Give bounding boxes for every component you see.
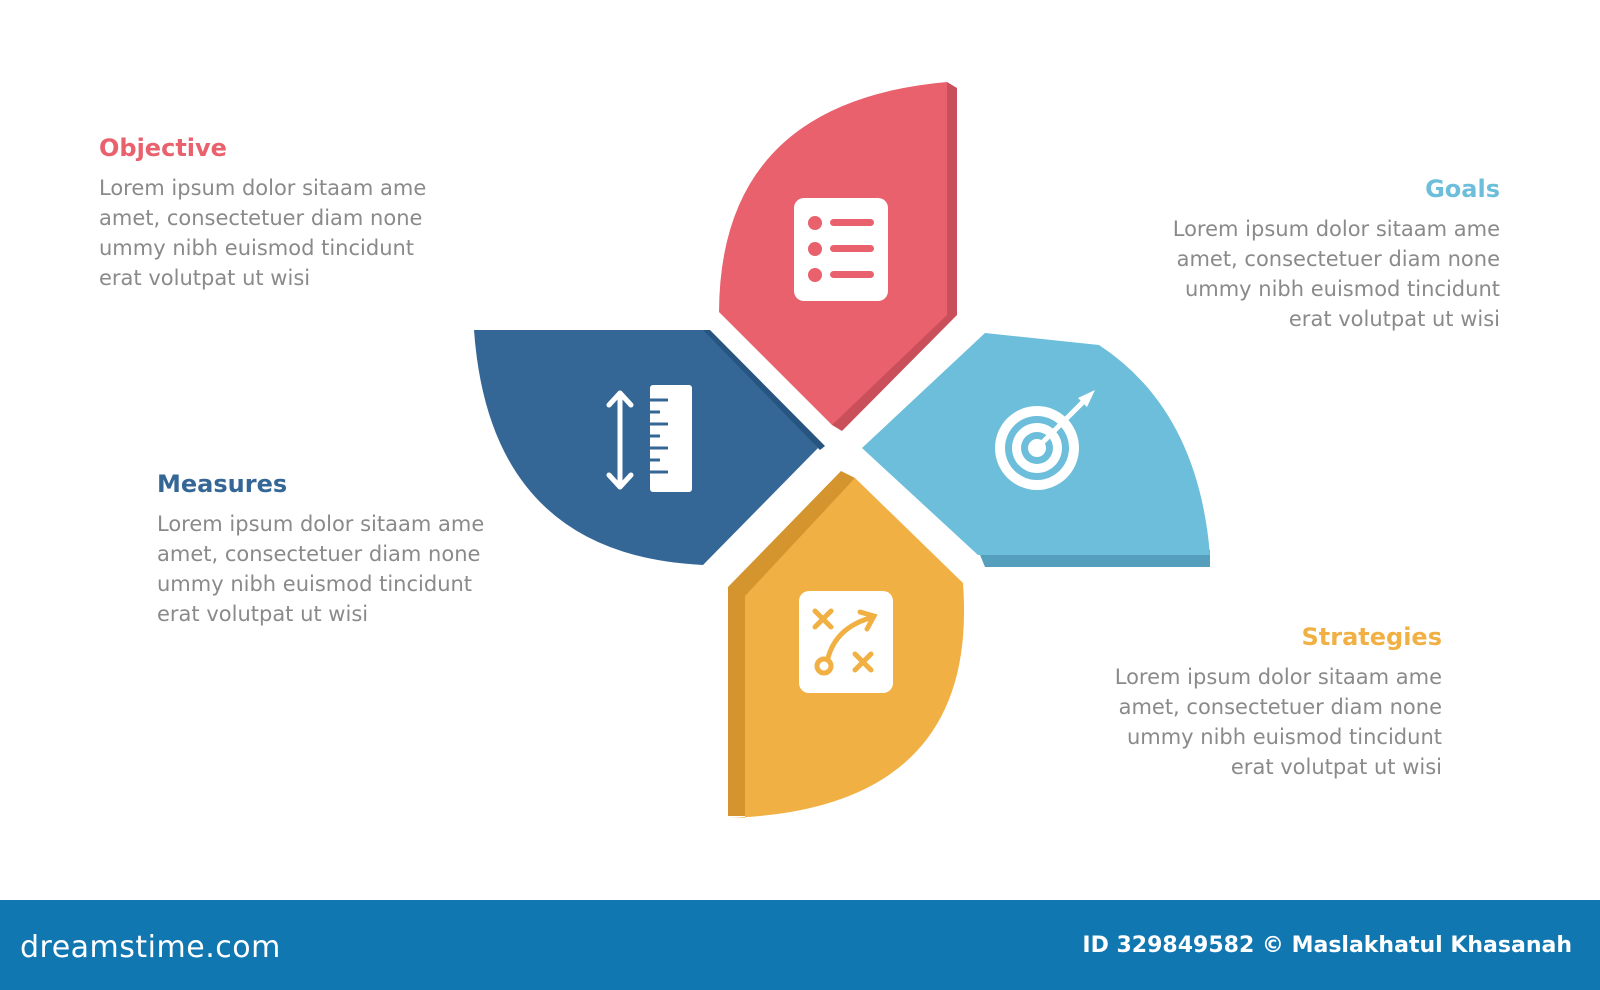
petal-goals bbox=[862, 333, 1210, 567]
petal-objective bbox=[719, 82, 957, 431]
petal-measures-shade bbox=[474, 330, 825, 450]
ruler-icon bbox=[606, 385, 692, 492]
footer-bar: dreamstime.com ID 329849582 © Maslakhatu… bbox=[0, 900, 1600, 990]
target-icon bbox=[995, 390, 1095, 490]
strategy-icon bbox=[799, 591, 893, 693]
measures-text-block: Measures Lorem ipsum dolor sitaam ame am… bbox=[157, 469, 497, 629]
petal-strategies bbox=[728, 471, 965, 818]
goals-title: Goals bbox=[1425, 175, 1500, 203]
footer-logo: dreamstime.com bbox=[20, 930, 281, 965]
four-petal-diagram bbox=[474, 82, 1210, 818]
list-icon bbox=[794, 198, 888, 301]
goals-text-block: Goals Lorem ipsum dolor sitaam ame amet,… bbox=[1160, 174, 1500, 334]
petal-strategies-shade bbox=[728, 471, 855, 816]
strategies-title: Strategies bbox=[1301, 623, 1442, 651]
petal-measures bbox=[474, 330, 825, 565]
footer-credit: ID 329849582 © Maslakhatul Khasanah bbox=[1082, 933, 1572, 958]
petal-measures-face bbox=[474, 330, 818, 565]
strategies-text-block: Strategies Lorem ipsum dolor sitaam ame … bbox=[1102, 622, 1442, 782]
measures-title: Measures bbox=[157, 470, 288, 498]
objective-body: Lorem ipsum dolor sitaam ame amet, conse… bbox=[99, 176, 427, 290]
objective-title: Objective bbox=[99, 134, 227, 162]
strategies-body: Lorem ipsum dolor sitaam ame amet, conse… bbox=[1114, 665, 1442, 779]
goals-body: Lorem ipsum dolor sitaam ame amet, conse… bbox=[1172, 217, 1500, 331]
measures-body: Lorem ipsum dolor sitaam ame amet, conse… bbox=[157, 512, 485, 626]
objective-text-block: Objective Lorem ipsum dolor sitaam ame a… bbox=[99, 133, 439, 293]
